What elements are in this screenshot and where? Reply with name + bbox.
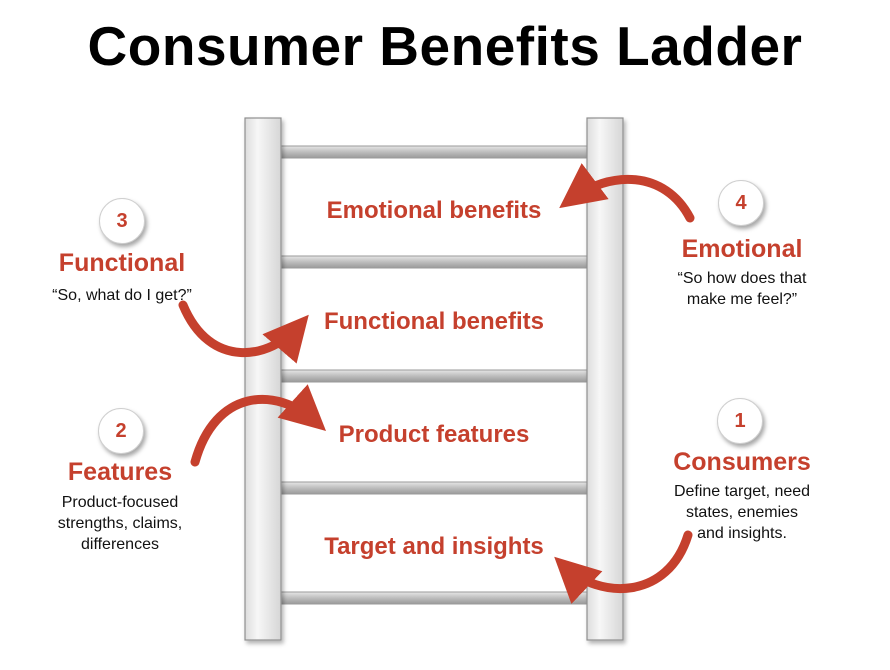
step-4-desc-line: “So how does that — [677, 270, 807, 287]
step-3-number-badge: 3 — [99, 198, 145, 244]
step-4-desc-line: make me feel?” — [686, 291, 798, 308]
step-1-description: Define target, need states, enemies and … — [632, 481, 852, 544]
ladder-rung-1 — [279, 145, 589, 159]
step-3-heading: Functional — [58, 249, 186, 277]
ladder-rung-2 — [279, 255, 589, 269]
ladder-rail-left — [244, 117, 282, 641]
ladder-rung-3 — [279, 369, 589, 383]
ladder-rail-right — [586, 117, 624, 641]
step-1-heading: Consumers — [673, 448, 811, 476]
rung-label-product-features: Product features — [338, 421, 530, 448]
arrow-consumers — [554, 530, 693, 604]
step-2-desc-line: strengths, claims, — [57, 515, 183, 532]
step-1-desc-line: and insights. — [697, 525, 787, 542]
step-3-desc-line: “So, what do I get?” — [52, 287, 192, 304]
arrow-features — [190, 384, 327, 467]
rung-label-functional-benefits: Functional benefits — [323, 308, 544, 335]
ladder-rung-5 — [279, 591, 589, 605]
step-3-description: “So, what do I get?” — [22, 285, 222, 306]
step-2-number-badge: 2 — [98, 408, 144, 454]
step-2-desc-line: differences — [81, 536, 159, 553]
ladder-rung-4 — [279, 481, 589, 495]
step-4-heading: Emotional — [681, 235, 803, 263]
step-1-number-badge: 1 — [717, 398, 763, 444]
arrow-functional — [178, 300, 309, 364]
arrow-emotional — [559, 163, 695, 223]
step-1-desc-line: Define target, need — [673, 483, 811, 500]
rung-label-emotional-benefits: Emotional benefits — [326, 197, 542, 224]
page-title: Consumer Benefits Ladder — [87, 15, 803, 77]
rung-label-target-insights: Target and insights — [324, 533, 544, 560]
step-2-heading: Features — [67, 458, 173, 486]
step-4-number-badge: 4 — [718, 180, 764, 226]
step-2-description: Product-focused strengths, claims, diffe… — [20, 492, 220, 555]
step-1-desc-line: states, enemies — [685, 504, 799, 521]
step-2-desc-line: Product-focused — [61, 494, 179, 511]
step-4-description: “So how does that make me feel?” — [642, 268, 842, 310]
